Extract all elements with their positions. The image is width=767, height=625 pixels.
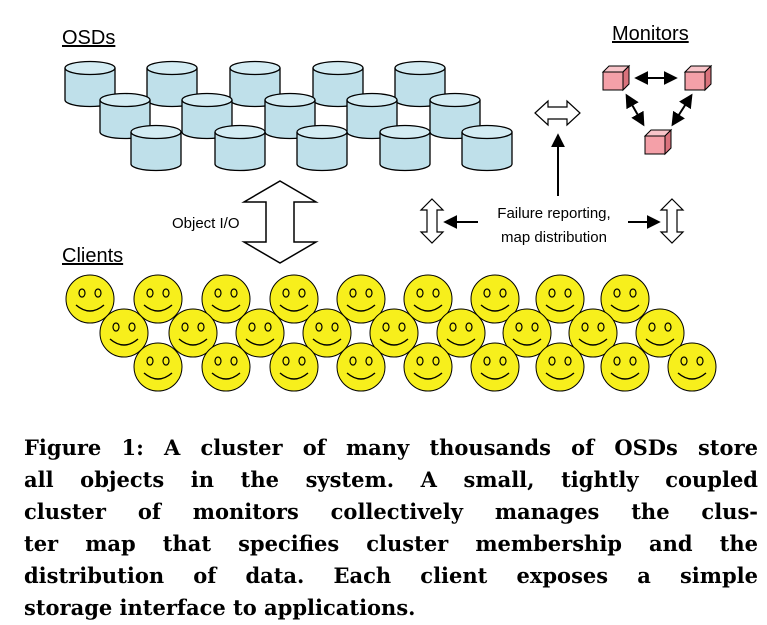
- osd-cylinder: [461, 124, 513, 172]
- monitor-cube: [644, 129, 672, 155]
- map-distribution-label: map distribution: [501, 229, 607, 246]
- client-smiley: [667, 342, 717, 392]
- caption-line: storage interface to applications.: [24, 595, 416, 620]
- osd-cluster: [64, 60, 513, 172]
- monitors-label: Monitors: [612, 23, 689, 45]
- client-smiley: [535, 342, 585, 392]
- osd-cylinder: [296, 124, 348, 172]
- osd-cylinder: [214, 124, 266, 172]
- client-smiley: [470, 342, 520, 392]
- clients-label: Clients: [62, 245, 123, 267]
- client-cluster: [65, 274, 717, 392]
- monitor-cluster: [602, 65, 712, 155]
- object-io-arrow: [241, 180, 319, 264]
- right-hollow-double-arrow: [659, 198, 685, 244]
- osd-cylinder: [130, 124, 182, 172]
- monitor-cube: [602, 65, 630, 91]
- monitor-arrow: [625, 93, 645, 127]
- client-smiley: [336, 342, 386, 392]
- client-smiley: [403, 342, 453, 392]
- monitor-cube: [684, 65, 712, 91]
- monitor-arrow: [671, 93, 693, 127]
- left-hollow-double-arrow: [419, 198, 445, 244]
- caption-line: all objects in the system. A small, tigh…: [24, 467, 758, 492]
- osds-label: OSDs: [62, 27, 115, 49]
- figure-caption: Figure 1: A cluster of many thousands of…: [24, 432, 758, 624]
- caption-line: distribution of data. Each client expose…: [24, 563, 758, 588]
- osd-cylinder: [379, 124, 431, 172]
- client-smiley: [600, 342, 650, 392]
- monitor-link-arrow: [534, 99, 581, 127]
- client-smiley: [201, 342, 251, 392]
- client-smiley: [133, 342, 183, 392]
- object-io-label: Object I/O: [172, 215, 240, 232]
- caption-line: ter map that specifies cluster membershi…: [24, 531, 758, 556]
- client-smiley: [269, 342, 319, 392]
- ceph-architecture-diagram: OSDs Monitors Clients Object I/O Failure…: [62, 23, 717, 392]
- failure-reporting-label: Failure reporting,: [497, 205, 610, 222]
- caption-line: Figure 1: A cluster of many thousands of…: [24, 435, 758, 460]
- caption-line: cluster of monitors collectively manages…: [24, 499, 758, 524]
